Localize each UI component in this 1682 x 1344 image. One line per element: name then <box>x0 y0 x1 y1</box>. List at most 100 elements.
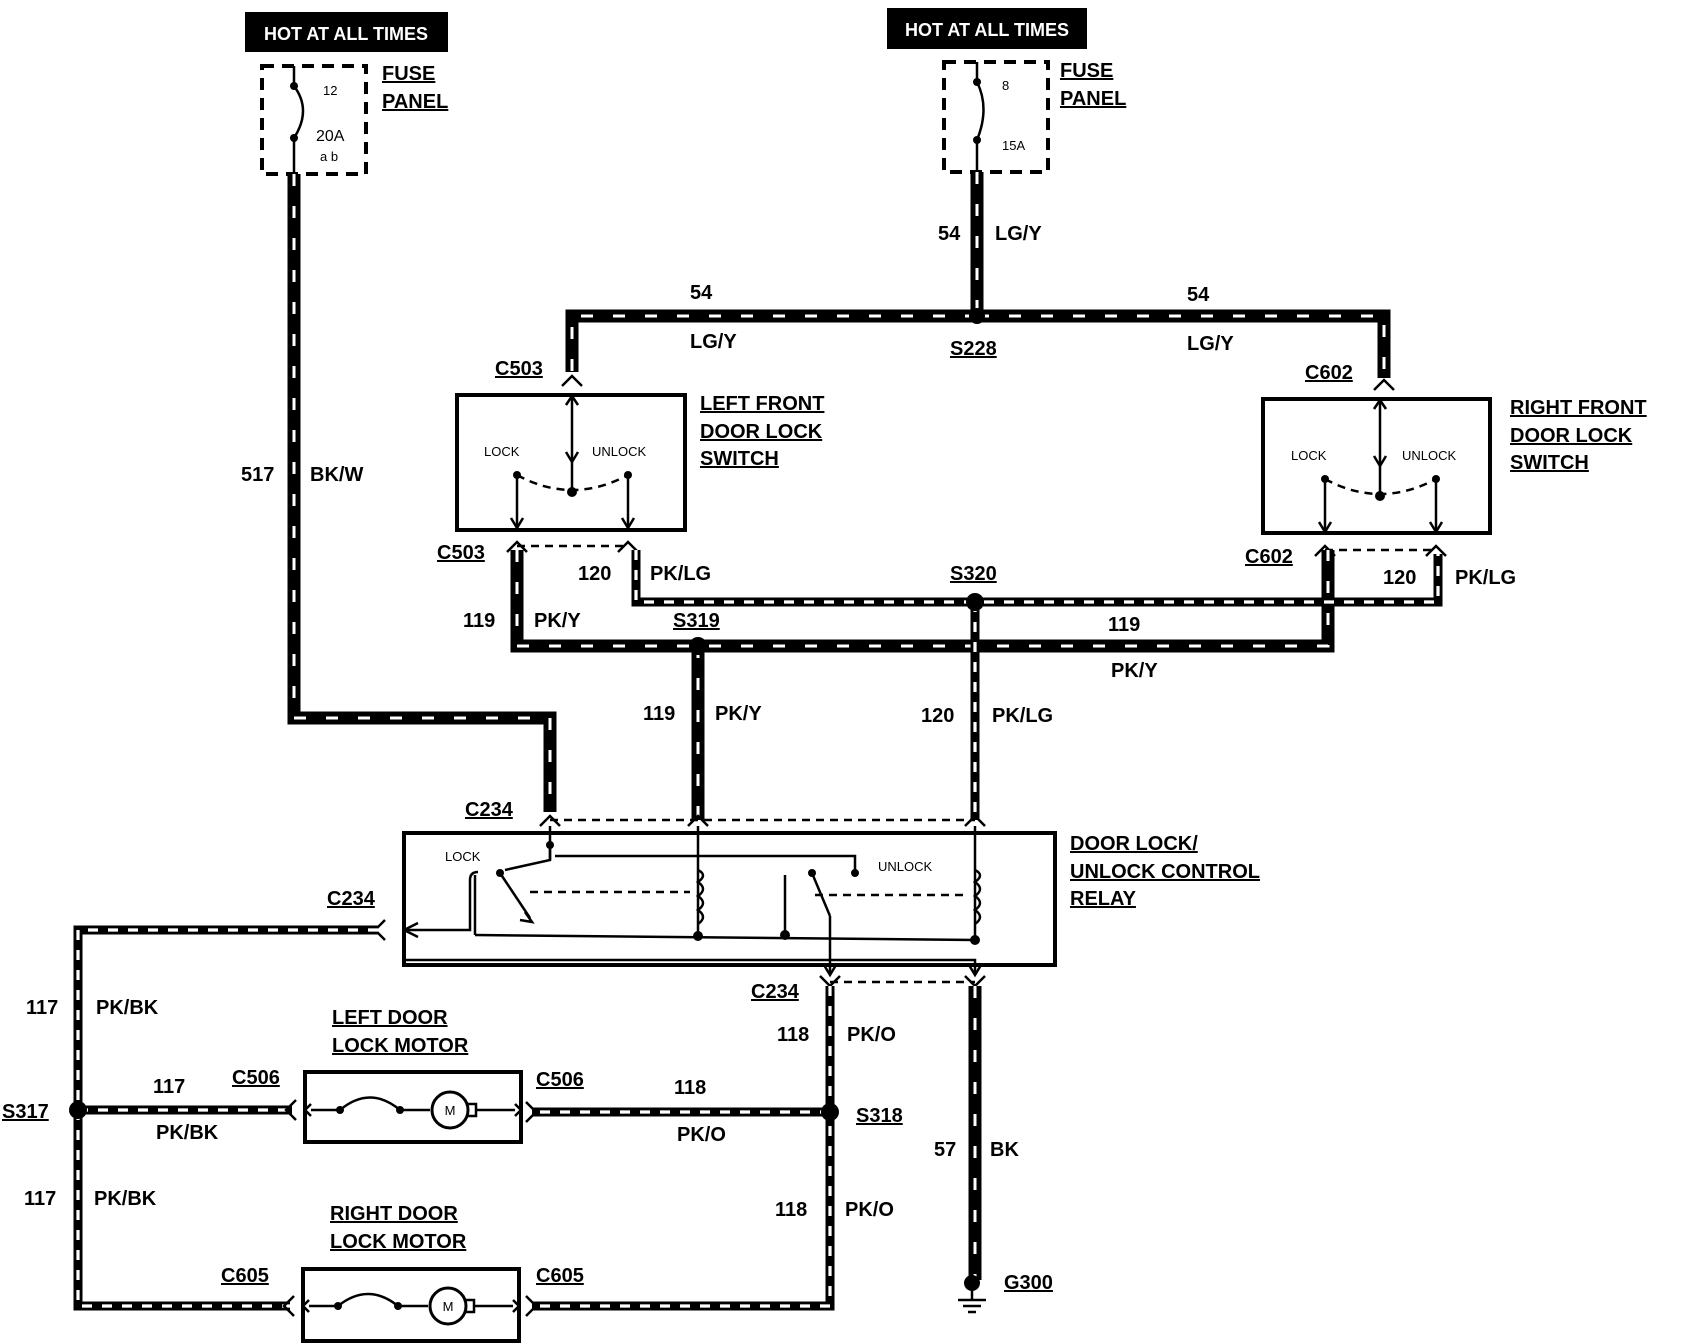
svg-text:20A: 20A <box>316 128 345 145</box>
connector-c503-top: C503 <box>495 358 543 380</box>
fuse-panel-left: 12 20A a b <box>260 64 368 176</box>
fuse-panel-right: 8 15A <box>942 60 1050 174</box>
wire-120-right-circuit: 120 <box>1383 567 1416 589</box>
connector-c503-top-icon <box>561 374 583 387</box>
ground-icon <box>958 1275 986 1314</box>
wire-517-bk-w <box>287 174 557 812</box>
wire-54-feed-color: LG/Y <box>995 223 1042 245</box>
connector-c234-left: C234 <box>327 888 376 910</box>
connector-c605-right-icon <box>525 1295 538 1317</box>
wire-120-pk-lg <box>631 550 1443 820</box>
wire-120-left-color: PK/LG <box>650 563 711 585</box>
connector-c506-left-icon <box>284 1099 297 1121</box>
connector-c602-top-icon <box>1373 378 1395 391</box>
wire-54-right-color: LG/Y <box>1187 333 1234 355</box>
left-motor-label-2: LOCK MOTOR <box>332 1035 469 1057</box>
svg-text:8: 8 <box>1002 78 1009 93</box>
connector-c503-bottom: C503 <box>437 542 485 564</box>
right-front-door-lock-switch: LOCK UNLOCK <box>1261 397 1492 535</box>
splice-s320: S320 <box>950 563 997 585</box>
splice-s228-dot <box>969 308 985 324</box>
wire-118-lower-circuit: 118 <box>775 1199 807 1221</box>
wire-118-upper-color: PK/O <box>847 1024 896 1046</box>
wire-117-mid-circuit: 117 <box>153 1076 185 1098</box>
connector-c234-top-icon-2 <box>687 814 709 827</box>
wire-117-upper-circuit: 117 <box>26 997 58 1019</box>
wire-120-down-circuit: 120 <box>921 705 954 727</box>
splice-s318: S318 <box>856 1105 903 1127</box>
wire-120-down-color: PK/LG <box>992 705 1053 727</box>
splice-s317: S317 <box>2 1101 49 1123</box>
wire-118-mid-circuit: 118 <box>674 1077 706 1099</box>
splice-s228: S228 <box>950 338 997 360</box>
right-switch-label-1: RIGHT FRONT <box>1510 397 1647 419</box>
wire-119-down-circuit: 119 <box>643 703 675 725</box>
wire-120-right-color: PK/LG <box>1455 567 1516 589</box>
wire-117-mid-color: PK/BK <box>156 1122 219 1144</box>
connector-c605-left-icon <box>282 1295 295 1317</box>
wire-119-left-circuit: 119 <box>463 610 495 632</box>
wire-118-pk-o <box>532 986 835 1311</box>
connector-c602-bottom: C602 <box>1245 546 1293 568</box>
connector-c234-top: C234 <box>465 799 514 821</box>
right-motor-label-2: LOCK MOTOR <box>330 1231 467 1253</box>
svg-text:HOT AT ALL TIMES: HOT AT ALL TIMES <box>905 20 1069 40</box>
connector-c234-bottom: C234 <box>751 981 800 1003</box>
left-switch-label-3: SWITCH <box>700 448 779 470</box>
wire-118-lower-color: PK/O <box>845 1199 894 1221</box>
wire-54-right-circuit: 54 <box>1187 284 1210 306</box>
wire-54-left-circuit: 54 <box>690 282 713 304</box>
wire-118-mid-color: PK/O <box>677 1124 726 1146</box>
connector-c605-left: C605 <box>221 1265 269 1287</box>
hot-at-all-times-left: HOT AT ALL TIMES <box>245 12 448 52</box>
left-switch-label-2: DOOR LOCK <box>700 421 823 443</box>
wire-54-feed-circuit: 54 <box>938 223 961 245</box>
wire-118-upper-circuit: 118 <box>777 1024 809 1046</box>
left-front-door-lock-switch: LOCK UNLOCK <box>455 393 687 532</box>
relay-label-3: RELAY <box>1070 888 1137 910</box>
wire-57-circuit: 57 <box>934 1139 956 1161</box>
left-door-lock-motor: M <box>303 1070 523 1144</box>
fuse-panel-left-label-2: PANEL <box>382 91 448 113</box>
wire-117-lower-color: PK/BK <box>94 1188 157 1210</box>
wire-54-left-color: LG/Y <box>690 331 737 353</box>
fuse-panel-right-label-1: FUSE <box>1060 60 1113 82</box>
wire-119-right-circuit: 119 <box>1108 614 1140 636</box>
wire-119-down-color: PK/Y <box>715 703 762 725</box>
wire-119-left-color: PK/Y <box>534 610 581 632</box>
svg-text:UNLOCK: UNLOCK <box>592 444 647 459</box>
right-switch-label-2: DOOR LOCK <box>1510 425 1633 447</box>
wire-517-circuit: 517 <box>241 464 274 486</box>
right-motor-label-1: RIGHT DOOR <box>330 1203 458 1225</box>
connector-c506-right: C506 <box>536 1069 584 1091</box>
wire-54-lg-y <box>565 172 1391 378</box>
svg-text:HOT AT ALL TIMES: HOT AT ALL TIMES <box>264 24 428 44</box>
hot-at-all-times-right: HOT AT ALL TIMES <box>887 8 1087 49</box>
wire-517-color: BK/W <box>310 464 363 486</box>
relay-label-1: DOOR LOCK/ <box>1070 833 1198 855</box>
wire-120-left-circuit: 120 <box>578 563 611 585</box>
door-lock-unlock-control-relay: LOCK UNLOCK <box>402 826 1057 978</box>
right-door-lock-motor: M <box>301 1267 521 1343</box>
splice-s319: S319 <box>673 610 720 632</box>
svg-text:12: 12 <box>323 83 337 98</box>
svg-text:M: M <box>445 1103 456 1118</box>
wire-119-right-color: PK/Y <box>1111 660 1158 682</box>
right-switch-label-3: SWITCH <box>1510 452 1589 474</box>
ground-g300: G300 <box>1004 1272 1053 1294</box>
connector-c602-top: C602 <box>1305 362 1353 384</box>
svg-text:15A: 15A <box>1002 138 1025 153</box>
splice-s319-dot <box>689 637 707 655</box>
svg-text:UNLOCK: UNLOCK <box>878 859 933 874</box>
svg-text:UNLOCK: UNLOCK <box>1402 448 1457 463</box>
connector-c506-left: C506 <box>232 1067 280 1089</box>
splice-s320-dot <box>966 593 984 611</box>
left-switch-label-1: LEFT FRONT <box>700 393 824 415</box>
connector-c234-top-icon-1 <box>539 814 561 827</box>
connector-c605-right: C605 <box>536 1265 584 1287</box>
wire-117-upper-color: PK/BK <box>96 997 159 1019</box>
fuse-panel-right-label-2: PANEL <box>1060 88 1126 110</box>
relay-label-2: UNLOCK CONTROL <box>1070 861 1260 883</box>
svg-text:LOCK: LOCK <box>445 849 481 864</box>
